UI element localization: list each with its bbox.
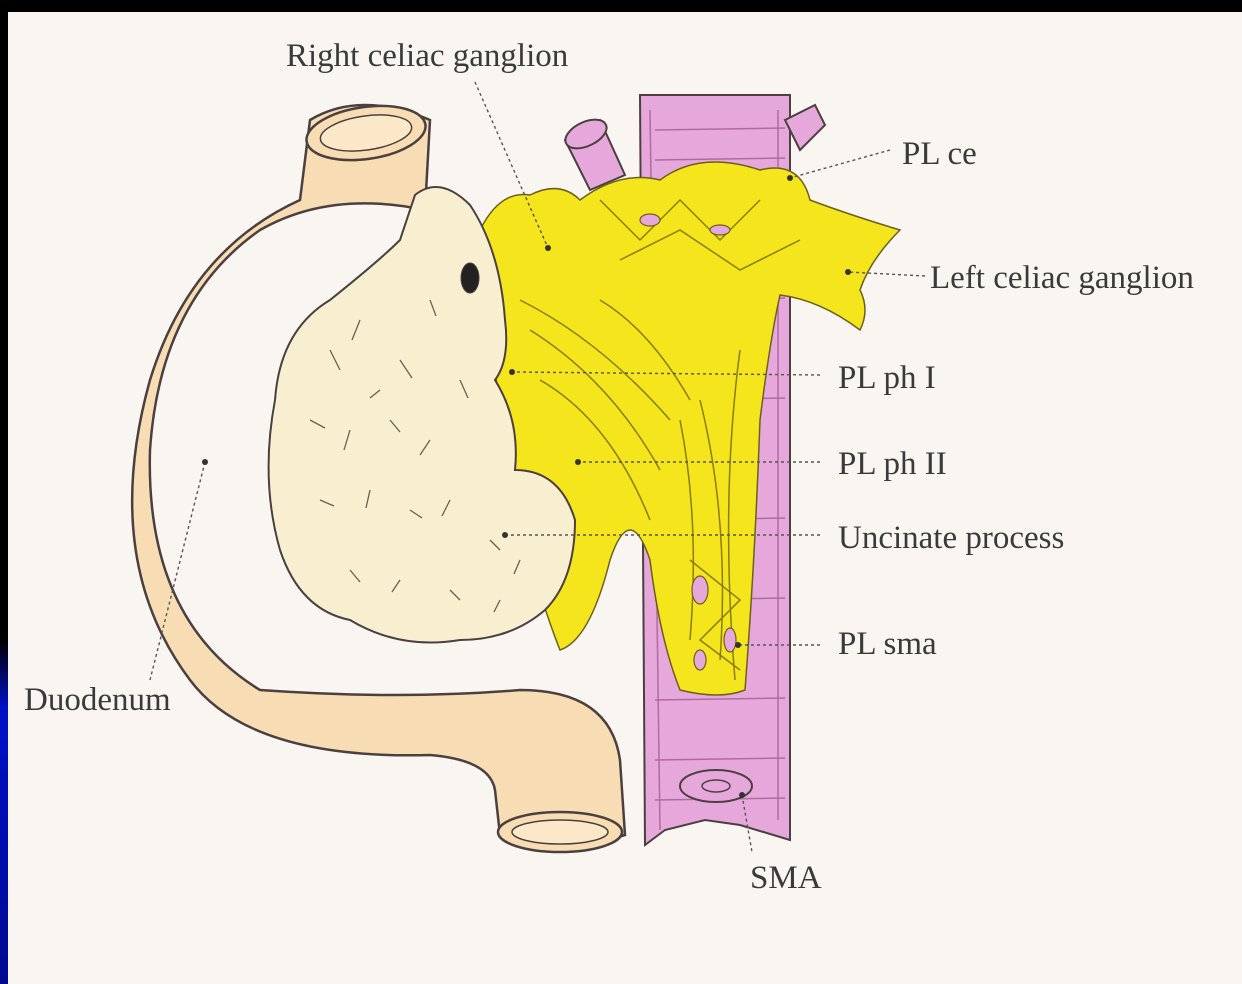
label-duodenum: Duodenum xyxy=(24,684,171,717)
label-pl-ce: PL ce xyxy=(902,138,977,171)
label-uncinate-process: Uncinate process xyxy=(838,522,1064,555)
label-right-celiac-ganglion: Right celiac ganglion xyxy=(286,40,568,73)
label-pl-sma: PL sma xyxy=(838,628,937,661)
label-pl-ph-1: PL ph I xyxy=(838,362,936,395)
label-sma: SMA xyxy=(750,862,822,895)
label-pl-ph-2: PL ph II xyxy=(838,448,947,481)
label-left-celiac-ganglion: Left celiac ganglion xyxy=(930,262,1194,295)
